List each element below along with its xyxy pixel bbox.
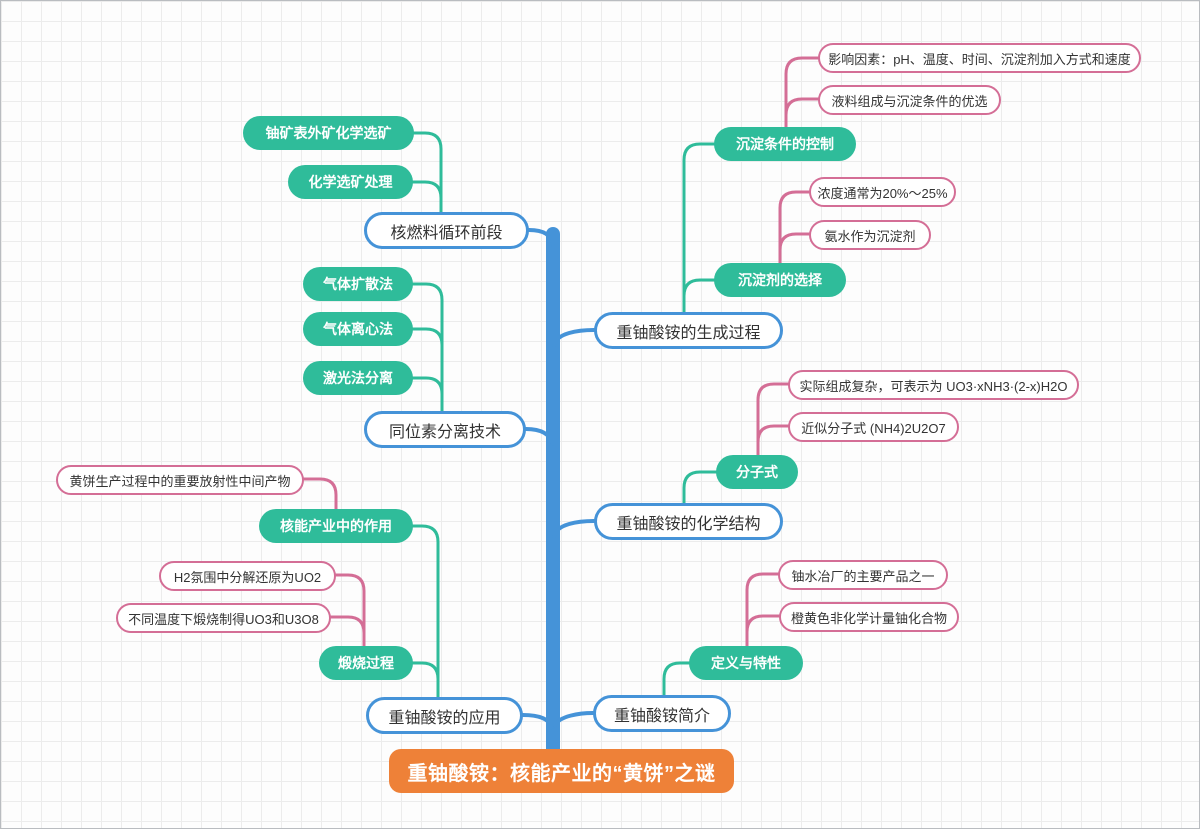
subtopic-gas-centrifuge[interactable]: 气体离心法 (303, 312, 413, 346)
detail-calcination-products[interactable]: 不同温度下煅烧制得UO3和U3O8 (116, 603, 331, 633)
subtopic-role-in-nuclear-industry[interactable]: 核能产业中的作用 (259, 509, 413, 543)
subtopic-precipitant-selection[interactable]: 沉淀剂的选择 (714, 263, 846, 297)
subtopic-precipitation-condition-control[interactable]: 沉淀条件的控制 (714, 127, 856, 161)
detail-connectors (302, 56, 820, 648)
subtopic-molecular-formula[interactable]: 分子式 (716, 455, 798, 489)
detail-actual-composition[interactable]: 实际组成复杂，可表示为 UO3·xNH3·(2-x)H2O (788, 370, 1079, 400)
subtopic-gas-diffusion[interactable]: 气体扩散法 (303, 267, 413, 301)
root-node[interactable]: 重铀酸铵：核能产业的“黄饼”之谜 (389, 749, 734, 793)
detail-influencing-factors[interactable]: 影响因素：pH、温度、时间、沉淀剂加入方式和速度 (818, 43, 1141, 73)
subtopic-definition-and-properties[interactable]: 定义与特性 (689, 646, 803, 680)
trunk-connectors (521, 227, 596, 758)
detail-yellowcake-intermediate[interactable]: 黄饼生产过程中的重要放射性中间产物 (56, 465, 304, 495)
detail-feed-composition-optimization[interactable]: 液料组成与沉淀条件的优选 (818, 85, 1001, 115)
main-topic-fuel-cycle[interactable]: 核燃料循环前段 (364, 212, 529, 249)
main-topic-applications[interactable]: 重铀酸铵的应用 (366, 697, 523, 734)
detail-orange-compound[interactable]: 橙黄色非化学计量铀化合物 (779, 602, 959, 632)
subtopic-chemical-processing[interactable]: 化学选矿处理 (288, 165, 413, 199)
main-topic-isotope-separation[interactable]: 同位素分离技术 (364, 411, 526, 448)
subtopic-calcination-process[interactable]: 煅烧过程 (319, 646, 413, 680)
main-topic-introduction[interactable]: 重铀酸铵简介 (593, 695, 731, 732)
subtopic-connectors (411, 131, 718, 699)
main-topic-chemical-structure[interactable]: 重铀酸铵的化学结构 (594, 503, 783, 540)
detail-h2-reduction[interactable]: H2氛围中分解还原为UO2 (159, 561, 336, 591)
detail-main-mill-product[interactable]: 铀水冶厂的主要产品之一 (778, 560, 948, 590)
subtopic-ore-chemical-beneficiation[interactable]: 铀矿表外矿化学选矿 (243, 116, 414, 150)
detail-ammonia-as-precipitant[interactable]: 氨水作为沉淀剂 (809, 220, 931, 250)
main-topic-formation-process[interactable]: 重铀酸铵的生成过程 (594, 312, 783, 349)
subtopic-laser-separation[interactable]: 激光法分离 (303, 361, 413, 395)
detail-concentration-range[interactable]: 浓度通常为20%～25% (809, 177, 956, 207)
detail-approximate-formula[interactable]: 近似分子式 (NH4)2U2O7 (788, 412, 959, 442)
